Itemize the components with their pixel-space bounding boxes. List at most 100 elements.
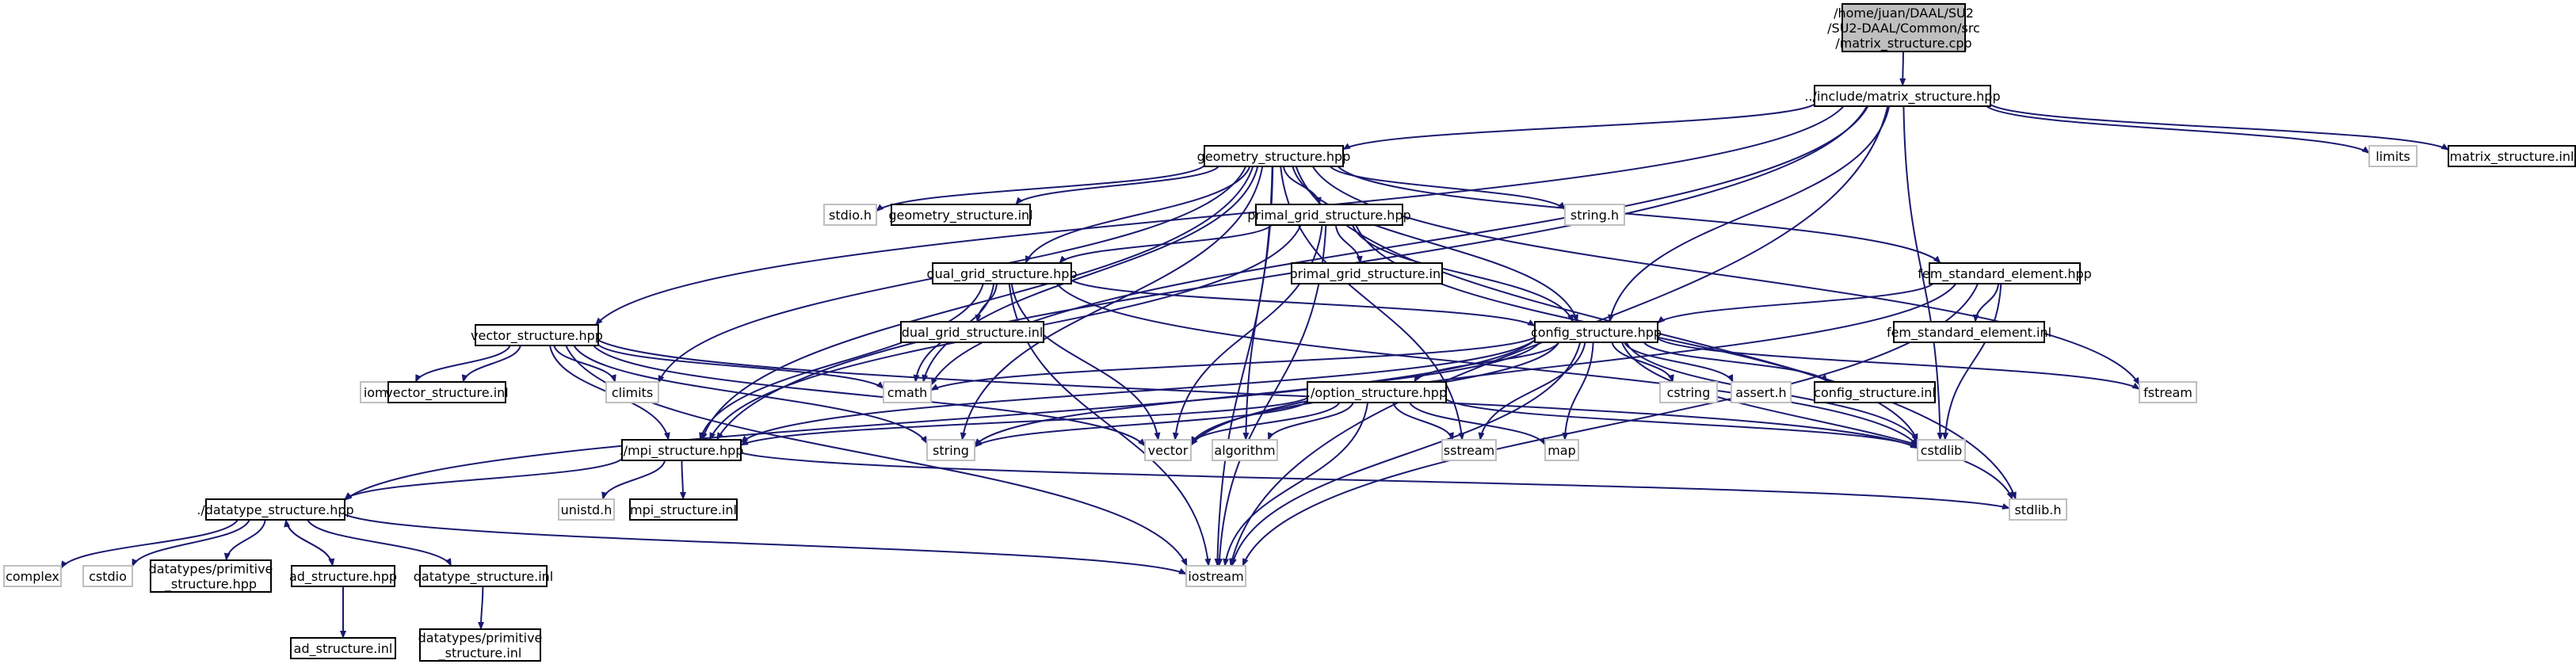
node-mpi-hpp[interactable]: ./mpi_structure.hpp [620, 439, 744, 461]
node-dt-prim-hpp[interactable]: datatypes/primitive_structure.hpp [149, 559, 273, 593]
node-box [1893, 321, 2045, 343]
edge-option_hpp-to-iostream [1223, 402, 1369, 567]
node-algorithm: algorithm [1212, 439, 1278, 461]
node-label: algorithm [1214, 443, 1275, 458]
edge-geometry_hpp-to-mpi_hpp [701, 166, 1254, 441]
node-datatype-hpp[interactable]: ./datatype_structure.hpp [197, 498, 354, 521]
node-cstdlib: cstdlib [1917, 439, 1966, 461]
node-vector-inl[interactable]: vector_structure.inl [385, 381, 509, 403]
node-vector-hpp[interactable]: vector_structure.hpp [471, 324, 603, 346]
node-box [291, 565, 395, 587]
edge-dual_hpp-to-config_hpp [1070, 279, 1536, 327]
node-box [475, 324, 599, 346]
node-mpi-inl[interactable]: mpi_structure.inl [629, 498, 738, 521]
node-label: fem_standard_element.inl [1887, 325, 2051, 341]
node-box [2368, 145, 2418, 167]
edge-vector_hpp-to-iomanip [414, 345, 511, 383]
node-label: vector_structure.hpp [471, 328, 603, 344]
edge-option_hpp-to-mpi_hpp [740, 397, 1308, 446]
node-assert-h: assert.h [1731, 381, 1792, 403]
node-label: geometry_structure.hpp [1197, 149, 1351, 165]
node-box [1841, 3, 1966, 52]
node-fem-hpp[interactable]: fem_standard_element.hpp [1918, 262, 2092, 284]
node-dual-inl[interactable]: dual_grid_structure.inl [900, 321, 1044, 343]
node-box [205, 498, 345, 521]
node-label: vector_structure.inl [385, 385, 508, 401]
node-label: string.h [1570, 208, 1619, 223]
edge-datatype_hpp-to-cstdio [132, 519, 250, 567]
edge-vector_hpp-to-cmath [597, 344, 884, 390]
node-label: config_structure.hpp [1531, 325, 1662, 341]
node-label: ad_structure.hpp [289, 569, 397, 585]
edge-matrix_hpp-to-limits [1986, 105, 2370, 155]
node-label: primal_grid_structure.inl [1289, 266, 1444, 282]
node-label: matrix_structure.inl [2450, 149, 2574, 165]
node-ad-inl[interactable]: ad_structure.inl [290, 637, 396, 659]
edge-option_hpp-to-algorithm [1267, 402, 1354, 441]
node-label: map [1548, 443, 1576, 458]
node-geometry-hpp[interactable]: geometry_structure.hpp [1197, 145, 1351, 167]
node-matrix-hpp[interactable]: ../include/matrix_structure.hpp [1804, 85, 2001, 107]
edge-option_hpp-to-cstdlib [1445, 399, 1918, 449]
node-box [1564, 204, 1625, 226]
node-complex: complex [3, 565, 62, 587]
edge-fem_hpp-to-cstdlib [1942, 283, 2002, 441]
node-dt-prim-inl[interactable]: datatypes/primitive_structure.inl [418, 628, 543, 662]
edge-vector_hpp-to-string [573, 345, 928, 445]
node-label: cstring [1667, 385, 1711, 400]
node-box [2448, 145, 2576, 167]
edge-primal_hpp-to-dual_hpp [1059, 224, 1273, 264]
node-dual-hpp[interactable]: dual_grid_structure.hpp [926, 262, 1078, 284]
node-primal-hpp[interactable]: primal_grid_structure.hpp [1247, 204, 1411, 226]
node-box [150, 559, 272, 593]
edge-matrix_hpp-to-cstdlib [1902, 105, 1944, 441]
node-option-hpp[interactable]: ./option_structure.hpp [1307, 381, 1447, 403]
node-datatype-inl[interactable]: datatype_structure.inl [414, 565, 554, 587]
node-primal-inl[interactable]: primal_grid_structure.inl [1289, 262, 1444, 284]
node-fem-inl[interactable]: fem_standard_element.inl [1887, 321, 2051, 343]
node-label: cstdio [89, 569, 127, 584]
node-box [419, 628, 541, 662]
node-label: cstdlib [1921, 443, 1963, 458]
node-box [1731, 381, 1792, 403]
node-box [2139, 381, 2197, 403]
node-box [891, 204, 1031, 226]
node-box [1659, 381, 1718, 403]
node-box [558, 498, 615, 521]
node-climits: climits [605, 381, 659, 403]
edge-fem_hpp-to-fem_inl [1972, 283, 2000, 323]
node-label: sstream [1444, 443, 1494, 458]
node-box [900, 321, 1044, 343]
edge-geometry_hpp-to-stdio_h [876, 165, 1205, 212]
edge-mpi_hpp-to-datatype_hpp [344, 458, 623, 500]
edge-matrix_hpp-to-vector_hpp [594, 105, 1845, 326]
node-box [1814, 381, 1936, 403]
node-label: climits [612, 385, 653, 400]
node-ad-hpp[interactable]: ad_structure.hpp [289, 565, 397, 587]
edge-fem_hpp-to-config_hpp [1657, 283, 1934, 324]
node-config-inl[interactable]: config_structure.inl [1814, 381, 1936, 403]
node-label: vector [1148, 443, 1189, 458]
node-string-h: string.h [1564, 204, 1625, 226]
node-box [1534, 321, 1658, 343]
node-stdlib-h: stdlib.h [2009, 498, 2067, 521]
node-label: ad_structure.inl [294, 641, 393, 657]
node-label: assert.h [1735, 385, 1786, 400]
node-label: /home/juan/DAAL/SU2 [1834, 6, 1974, 21]
node-matrix-inl[interactable]: matrix_structure.inl [2448, 145, 2576, 167]
edge-mpi_hpp-to-mpi_inl [680, 460, 687, 500]
node-box [926, 439, 975, 461]
node-label: dual_grid_structure.inl [902, 325, 1044, 341]
edge-config_hpp-to-map [1562, 342, 1594, 441]
node-label: stdio.h [829, 208, 872, 223]
node-label: iostream [1188, 569, 1243, 584]
node-box [1441, 439, 1497, 461]
node-config-hpp[interactable]: config_structure.hpp [1531, 321, 1662, 343]
edge-vector_hpp-to-climits [553, 345, 616, 383]
node-vector: vector [1144, 439, 1192, 461]
edge-geometry_hpp-to-fem_hpp [1337, 166, 1941, 264]
node-geometry-inl[interactable]: geometry_structure.inl [888, 204, 1033, 226]
node-root[interactable]: /home/juan/DAAL/SU2/SU2-DAAL/Common/src/… [1827, 3, 1980, 52]
edge-geometry_hpp-to-iostream [1214, 166, 1273, 567]
